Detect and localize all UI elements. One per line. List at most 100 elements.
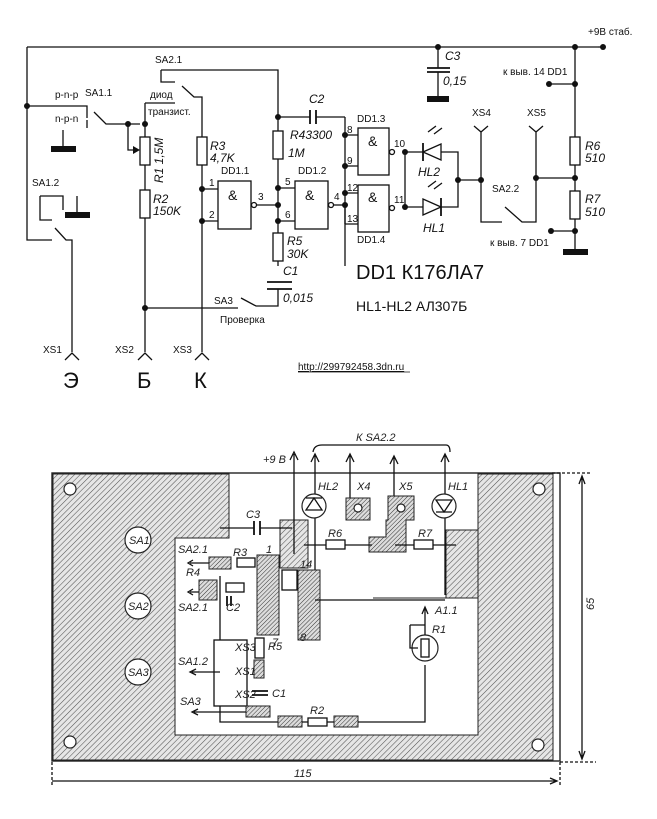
r4-label: R43300	[290, 128, 332, 142]
r5-label: R5	[287, 234, 303, 248]
svg-text:HL2: HL2	[318, 481, 338, 493]
r3-resistor	[196, 136, 208, 166]
svg-text:&: &	[368, 133, 378, 149]
emitter-label: Э	[63, 368, 79, 393]
svg-text:HL1: HL1	[448, 481, 468, 493]
svg-text:X5: X5	[398, 481, 413, 493]
svg-text:A1.1: A1.1	[434, 605, 458, 617]
svg-text:XS2: XS2	[234, 689, 256, 701]
npn-label: n-p-n	[55, 114, 78, 125]
sa2-2-label: SA2.2	[492, 184, 520, 195]
svg-text:1: 1	[209, 178, 215, 189]
mounting-hole	[532, 482, 546, 496]
pcb-r4	[225, 582, 245, 593]
svg-text:14: 14	[300, 559, 312, 571]
ic-type-note: DD1 К176ЛА7	[356, 262, 484, 284]
hl2-led	[421, 142, 442, 162]
gate-dd1-4	[357, 184, 390, 233]
svg-text:13: 13	[347, 214, 359, 225]
r7-resistor	[569, 190, 581, 220]
pcb-sa21-bottom: SA2.1	[178, 602, 208, 614]
pcb-sa21-top: SA2.1	[178, 544, 208, 556]
c3-label: C3	[445, 49, 461, 63]
pcb-r3	[236, 557, 256, 568]
pcb-sa3-side: SA3	[180, 696, 202, 708]
svg-text:C3: C3	[246, 509, 261, 521]
c3-value: 0,15	[443, 74, 467, 88]
svg-text:SA3: SA3	[128, 667, 150, 679]
xs1-label: XS1	[43, 345, 62, 356]
pcb-sa22-label: К SA2.2	[356, 432, 396, 444]
pcb-socket-block	[213, 639, 248, 707]
xs5-label: XS5	[527, 108, 546, 119]
svg-text:&: &	[368, 189, 378, 205]
sa3-label: SA3	[214, 296, 233, 307]
r1-resistor	[139, 136, 151, 166]
check-label: Проверка	[220, 315, 265, 326]
gate-dd1-3	[357, 127, 390, 176]
mounting-hole	[63, 735, 77, 749]
site-link[interactable]: http://299792458.3dn.ru	[298, 362, 404, 373]
sa1-hole	[124, 526, 152, 554]
hl1-label: HL1	[423, 221, 445, 235]
r7-label: R7	[585, 192, 602, 206]
svg-text:R2: R2	[310, 705, 324, 717]
r6-value: 510	[585, 151, 605, 165]
pcb-ic-pads-right	[297, 569, 321, 641]
svg-text:SA1: SA1	[129, 535, 150, 547]
r3-value: 4,7K	[210, 151, 236, 165]
svg-text:9: 9	[347, 156, 353, 167]
dd1-4-label: DD1.4	[357, 235, 386, 246]
transistor-label: транзист.	[148, 107, 191, 118]
pcb-r6	[325, 539, 346, 550]
pcb-supply-label: +9 В	[263, 454, 286, 466]
pcb-hl1	[431, 493, 457, 519]
copper-ground-area	[52, 473, 554, 761]
pnp-label: p-n-p	[55, 90, 79, 101]
r1-label: R1 1,5M	[152, 138, 166, 183]
r2-value: 150K	[153, 204, 182, 218]
svg-text:6: 6	[285, 210, 291, 221]
c1-label: C1	[283, 264, 298, 278]
sa1-1-label: SA1.1	[85, 88, 113, 99]
pcb-hl2	[301, 493, 327, 519]
dd1-1-label: DD1.1	[221, 166, 250, 177]
pin7-label: к выв. 7 DD1	[490, 238, 549, 249]
svg-text:C1: C1	[272, 688, 286, 700]
supply-label: +9В стаб.	[588, 26, 632, 38]
r6-label: R6	[585, 139, 601, 153]
pcb-r2	[307, 717, 328, 727]
supply-terminal	[600, 44, 606, 50]
svg-text:5: 5	[285, 177, 291, 188]
collector-label: К	[194, 368, 207, 393]
mounting-hole	[531, 738, 545, 752]
base-label: Б	[137, 368, 151, 393]
pcb-r5	[254, 637, 265, 659]
sa1-2-label: SA1.2	[32, 178, 60, 189]
r5-value: 30K	[287, 247, 309, 261]
sa2-hole	[124, 592, 152, 620]
svg-text:3: 3	[258, 192, 264, 203]
dd1-2-label: DD1.2	[298, 166, 327, 177]
pin14-label: к выв. 14 DD1	[503, 67, 568, 78]
r2-label: R2	[153, 192, 169, 206]
svg-text:R7: R7	[418, 528, 433, 540]
pcb-c2: C2	[226, 602, 240, 614]
svg-text:2: 2	[209, 210, 215, 221]
r3-label: R3	[210, 139, 226, 153]
r5-resistor	[272, 232, 284, 262]
svg-text:XS3: XS3	[234, 642, 257, 654]
pcb-ic-pads-left	[256, 554, 280, 636]
r4-value: 1M	[288, 146, 305, 160]
c1-value: 0,015	[283, 291, 313, 305]
svg-text:R4: R4	[186, 567, 200, 579]
svg-text:8: 8	[300, 632, 307, 644]
svg-text:SA2: SA2	[128, 601, 149, 613]
xs2-label: XS2	[115, 345, 134, 356]
r6-resistor	[569, 136, 581, 166]
ground-symbol	[51, 146, 76, 152]
sa3-hole	[124, 658, 152, 686]
pcb-layout: SA1 SA2 SA3 +9 В К SA2.2 HL2 X4 X5 HL1 R…	[51, 432, 597, 785]
svg-text:&: &	[305, 187, 315, 203]
led-type-note: HL1-HL2 АЛ307Б	[356, 298, 467, 314]
